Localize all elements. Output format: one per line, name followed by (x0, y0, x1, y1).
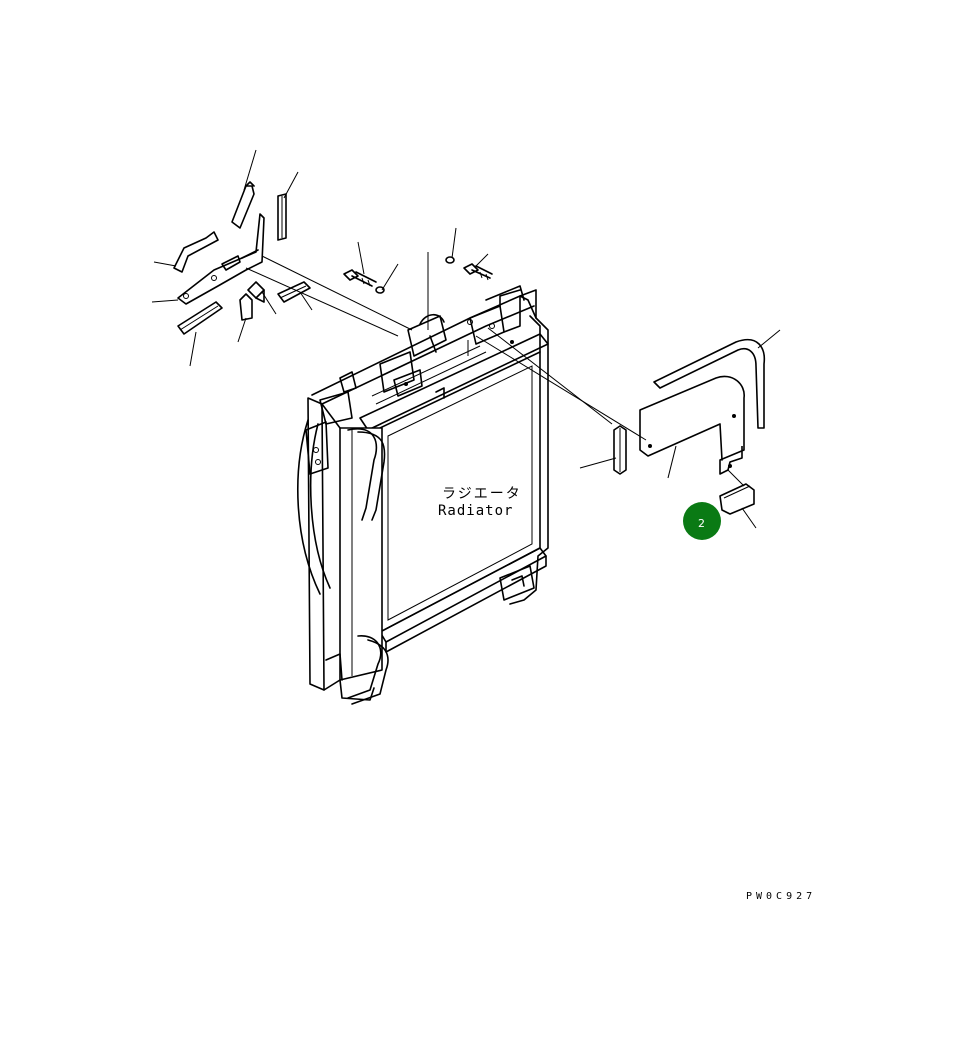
drawing-number: PW0C927 (746, 891, 816, 902)
callout-2[interactable]: 2 (683, 502, 721, 540)
callout-2-number: 2 (698, 517, 705, 530)
radiator-label-en: Radiator (438, 503, 513, 519)
radiator-assembly: ラジエータ Radiator (297, 285, 549, 705)
upper-left-seal-parts (173, 181, 311, 335)
callout-2-circle[interactable] (683, 502, 721, 540)
leader-lines (151, 149, 781, 529)
bolts-and-washers (343, 252, 493, 330)
right-seal-parts (613, 339, 766, 515)
radiator-label-jp: ラジエータ (442, 486, 522, 502)
